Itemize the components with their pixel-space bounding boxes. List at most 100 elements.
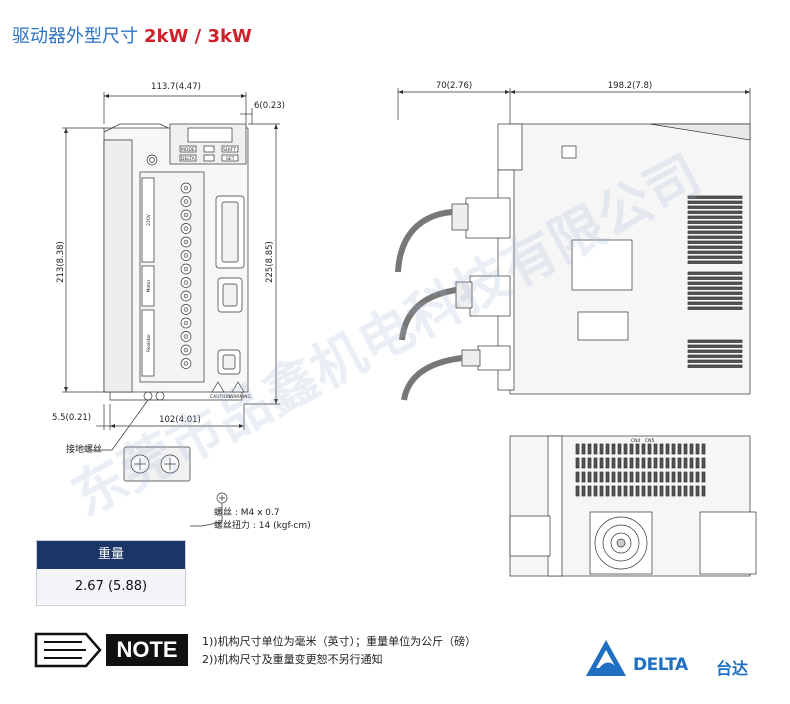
bottom-vent-slot — [605, 443, 610, 455]
bottom-view — [509, 435, 757, 577]
side-small-box — [561, 145, 577, 159]
bottom-vent-slot — [677, 443, 682, 455]
bottom-vent-slot — [671, 443, 676, 455]
bottom-vent-slot — [605, 457, 610, 469]
bottom-vent-slot — [671, 457, 676, 469]
terminal-screw-inner — [183, 253, 189, 258]
vent-slot — [687, 215, 743, 219]
bottom-vent-slot — [647, 457, 652, 469]
vent-slot — [687, 276, 743, 280]
terminal-cover-3 — [141, 309, 155, 377]
ground-leader — [90, 399, 149, 451]
cn3-plug — [477, 345, 511, 371]
vent-slot — [687, 344, 743, 348]
cn2-pins — [222, 283, 238, 307]
bottom-vent-slot — [695, 443, 700, 455]
vent-slot — [687, 195, 743, 199]
bottom-vent-slot — [605, 485, 610, 497]
bottom-vent-slot — [593, 457, 598, 469]
title-text: 驱动器外型尺寸 — [12, 26, 138, 47]
bottom-vent-slot — [575, 457, 580, 469]
terminal-screw-inner — [183, 334, 189, 339]
bottom-vent-slot — [641, 457, 646, 469]
bottom-vent-slot — [653, 443, 658, 455]
bottom-vent-slot — [581, 443, 586, 455]
spacing-dim-text: 102(4.01) — [159, 415, 201, 425]
bottom-vent-slot — [647, 485, 652, 497]
bottom-vent-slot — [677, 485, 682, 497]
bottom-vent-slot — [599, 485, 604, 497]
bottom-vent-slot — [617, 443, 622, 455]
vent-slot — [687, 245, 743, 249]
terminal-label-220v: 220V — [146, 213, 152, 226]
base-foot — [109, 392, 243, 401]
terminal-screw-inner — [183, 320, 189, 326]
note-label-bg — [106, 634, 188, 666]
cn1-plug-body — [451, 203, 469, 231]
bottom-vent-slot — [593, 443, 598, 455]
vent-slot — [687, 364, 743, 368]
dimension-arrows — [64, 90, 750, 428]
terminal-cover-2 — [141, 265, 155, 307]
vent-slot — [687, 296, 743, 300]
bottom-vent-slot — [701, 443, 706, 455]
screw-spec-icon-cross — [219, 495, 225, 501]
gap-dim-text: 6(0.23) — [254, 101, 285, 111]
bottom-vent-slot — [677, 457, 682, 469]
terminal-screw-inner — [183, 293, 189, 299]
cable-1 — [395, 209, 453, 273]
vent-slot — [687, 349, 743, 353]
cable-2 — [399, 287, 457, 341]
side-vents — [687, 195, 743, 368]
bottom-vent-slot — [587, 471, 592, 483]
vent-slot — [687, 205, 743, 209]
terminal-screws — [180, 182, 192, 369]
top-lip — [103, 123, 169, 133]
cn5-label: CN5 — [645, 438, 655, 444]
mode-key-label: MODE — [181, 147, 195, 153]
fan-hub — [616, 538, 626, 548]
bottom-vent-slot — [611, 457, 616, 469]
bottom-vent-slot — [581, 457, 586, 469]
caution-label: CAUTION — [210, 394, 231, 400]
vent-slot — [687, 359, 743, 363]
vent-slot — [687, 281, 743, 285]
bottom-vent-slot — [617, 471, 622, 483]
side-label — [571, 239, 633, 291]
page-title: 驱动器外型尺寸 2kW / 3kW — [12, 22, 252, 48]
bottom-vent-slot — [653, 457, 658, 469]
terminal-screw-inner — [183, 226, 189, 231]
terminal-screw-inner — [183, 307, 189, 312]
cn3-plug-body — [461, 349, 481, 367]
charge-led — [146, 154, 158, 166]
vent-slot — [687, 200, 743, 204]
bottom-vent-slot — [701, 485, 706, 497]
fan-mid — [602, 524, 640, 562]
bottom-vent-slot — [689, 485, 694, 497]
vent-slot — [687, 354, 743, 358]
cn1-pins — [221, 201, 239, 263]
terminal-screw-inner — [183, 266, 189, 272]
terminal-screw-inner — [183, 280, 189, 285]
bottom-right-block — [699, 511, 757, 575]
bottom-vent-slot — [611, 485, 616, 497]
bottom-vent-slot — [629, 485, 634, 497]
note-line-1: 1))机构尺寸单位为毫米（英寸）；重量单位为公斤（磅） — [202, 635, 477, 648]
side-label-2 — [577, 311, 629, 341]
vent-slot — [687, 339, 743, 343]
note-line-2: 2))机构尺寸及重量变更恕不另行通知 — [202, 653, 383, 666]
bottom-vent-slot — [689, 443, 694, 455]
side-view — [395, 88, 751, 401]
bottom-vent-slot — [575, 485, 580, 497]
bottom-vent-slot — [689, 457, 694, 469]
brand-mark-label: DELTA — [181, 156, 196, 162]
vent-slot — [687, 250, 743, 254]
screw-spec-2: 螺丝扭力 : 14 (kgf-cm) — [214, 519, 311, 531]
height-dim-text: 213(8.38) — [56, 241, 66, 283]
bottom-vent-slot — [629, 443, 634, 455]
title-power: 2kW / 3kW — [144, 26, 252, 47]
shift-key-label: SHIFT — [223, 147, 236, 153]
terminal-screw-inner — [183, 239, 189, 245]
ground-screw-label: 接地螺丝 — [66, 443, 102, 455]
